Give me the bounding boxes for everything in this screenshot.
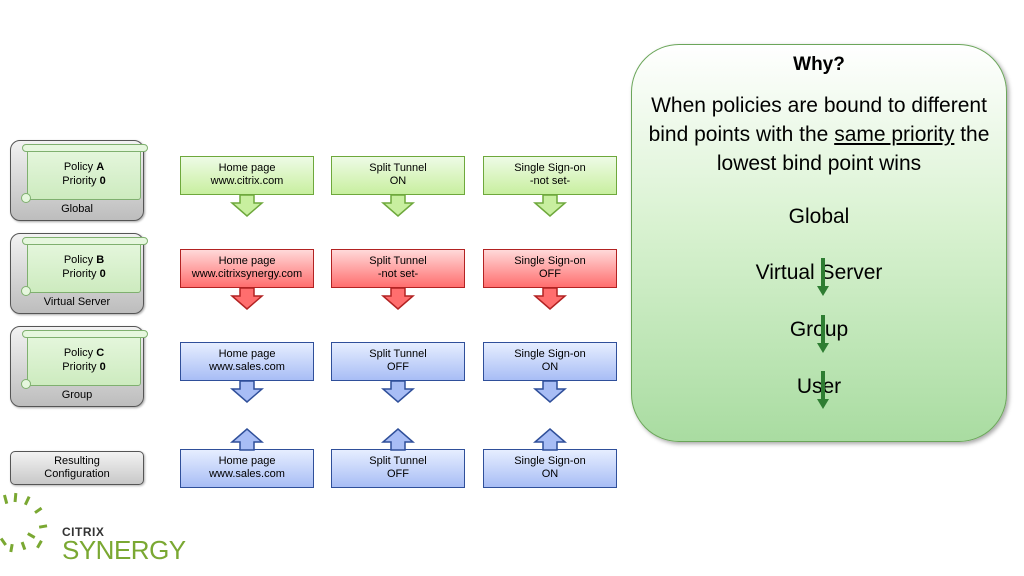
level-global: Global	[788, 205, 850, 228]
setting-value: OFF	[539, 268, 561, 280]
why-panel: Why? When policies are bound to differen…	[631, 44, 1007, 442]
down-arrow-icon	[532, 380, 568, 403]
priority-label: Priority	[62, 175, 100, 187]
citrix-wordmark: CITRIX	[62, 525, 105, 539]
setting-value: ON	[541, 468, 559, 480]
up-arrow-icon	[229, 428, 265, 451]
result-label-line2: Configuration	[44, 468, 110, 480]
resulting-configuration-label: Resulting Configuration	[10, 451, 144, 485]
level-group: Group	[789, 318, 849, 341]
setting-value: OFF	[387, 468, 409, 480]
down-arrow-icon	[817, 315, 829, 353]
policy-label: Policy	[63, 161, 97, 173]
setting-name: Single Sign-on	[514, 162, 586, 174]
policy-letter: B	[96, 254, 105, 266]
setting-name: Split Tunnel	[369, 255, 427, 267]
bind-point-virtual-server: Policy B Priority 0 Virtual Server	[10, 233, 148, 314]
setting-value: www.citrix.com	[210, 175, 284, 187]
priority-value: 0	[99, 361, 106, 373]
synergy-wordmark: SYNERGY	[62, 535, 186, 565]
policy-scroll: Policy B Priority 0	[21, 237, 148, 296]
why-title: Why?	[793, 54, 845, 75]
why-text-after: the lowest bind point wins	[716, 123, 990, 175]
down-arrow-icon	[229, 287, 265, 310]
setting-name: Single Sign-on	[514, 455, 586, 467]
setting-value: -not set-	[529, 175, 571, 187]
up-arrow-icon	[532, 428, 568, 451]
setting-name: Split Tunnel	[369, 162, 427, 174]
setting-name: Home page	[218, 348, 276, 360]
why-text-underlined: same priority	[834, 123, 955, 146]
down-arrow-icon	[229, 380, 265, 403]
citrix-synergy-logo-icon	[0, 492, 48, 553]
priority-label: Priority	[62, 361, 100, 373]
setting-name: Split Tunnel	[369, 455, 427, 467]
down-arrow-icon	[380, 380, 416, 403]
down-arrow-icon	[229, 194, 265, 217]
setting-value: OFF	[387, 361, 409, 373]
down-arrow-icon	[380, 287, 416, 310]
policy-label: Policy	[63, 254, 97, 266]
level-virtual-server: Virtual Server	[755, 261, 883, 284]
priority-value: 0	[99, 175, 106, 187]
down-arrow-icon	[817, 371, 829, 409]
down-arrow-icon	[380, 194, 416, 217]
bind-point-name: Global	[61, 203, 93, 215]
bind-point-name: Group	[61, 389, 93, 401]
up-arrow-icon	[380, 428, 416, 451]
setting-value: ON	[541, 361, 559, 373]
setting-name: Single Sign-on	[514, 348, 586, 360]
why-text-before: When policies are bound to different bin…	[648, 94, 987, 146]
setting-name: Home page	[218, 255, 276, 267]
level-user: User	[796, 375, 842, 398]
split-tunnel-box: Split Tunnel-not set-	[331, 249, 465, 288]
down-arrow-icon	[532, 194, 568, 217]
setting-name: Home page	[218, 455, 276, 467]
priority-value: 0	[99, 268, 106, 280]
down-arrow-icon	[532, 287, 568, 310]
policy-scroll: Policy A Priority 0	[21, 144, 148, 203]
setting-name: Single Sign-on	[514, 255, 586, 267]
policy-letter: A	[96, 161, 105, 173]
policy-letter: C	[96, 347, 105, 359]
policy-label: Policy	[63, 347, 97, 359]
setting-value: www.sales.com	[209, 361, 285, 373]
why-explanation: When policies are bound to different bin…	[640, 91, 998, 178]
priority-label: Priority	[62, 268, 100, 280]
setting-value: ON	[389, 175, 407, 187]
setting-value: -not set-	[377, 268, 419, 280]
bind-point-name: Virtual Server	[43, 296, 111, 308]
policy-scroll: Policy C Priority 0	[21, 330, 148, 389]
setting-value: www.sales.com	[209, 468, 285, 480]
setting-value: www.citrixsynergy.com	[191, 268, 303, 280]
down-arrow-icon	[817, 258, 829, 296]
bind-point-global: Policy A Priority 0 Global	[10, 140, 148, 221]
setting-name: Split Tunnel	[369, 348, 427, 360]
result-label-line1: Resulting	[54, 455, 100, 467]
single-sign-on-box: Single Sign-on-not set-	[483, 156, 617, 195]
setting-name: Home page	[218, 162, 276, 174]
bind-point-group: Policy C Priority 0 Group	[10, 326, 148, 407]
